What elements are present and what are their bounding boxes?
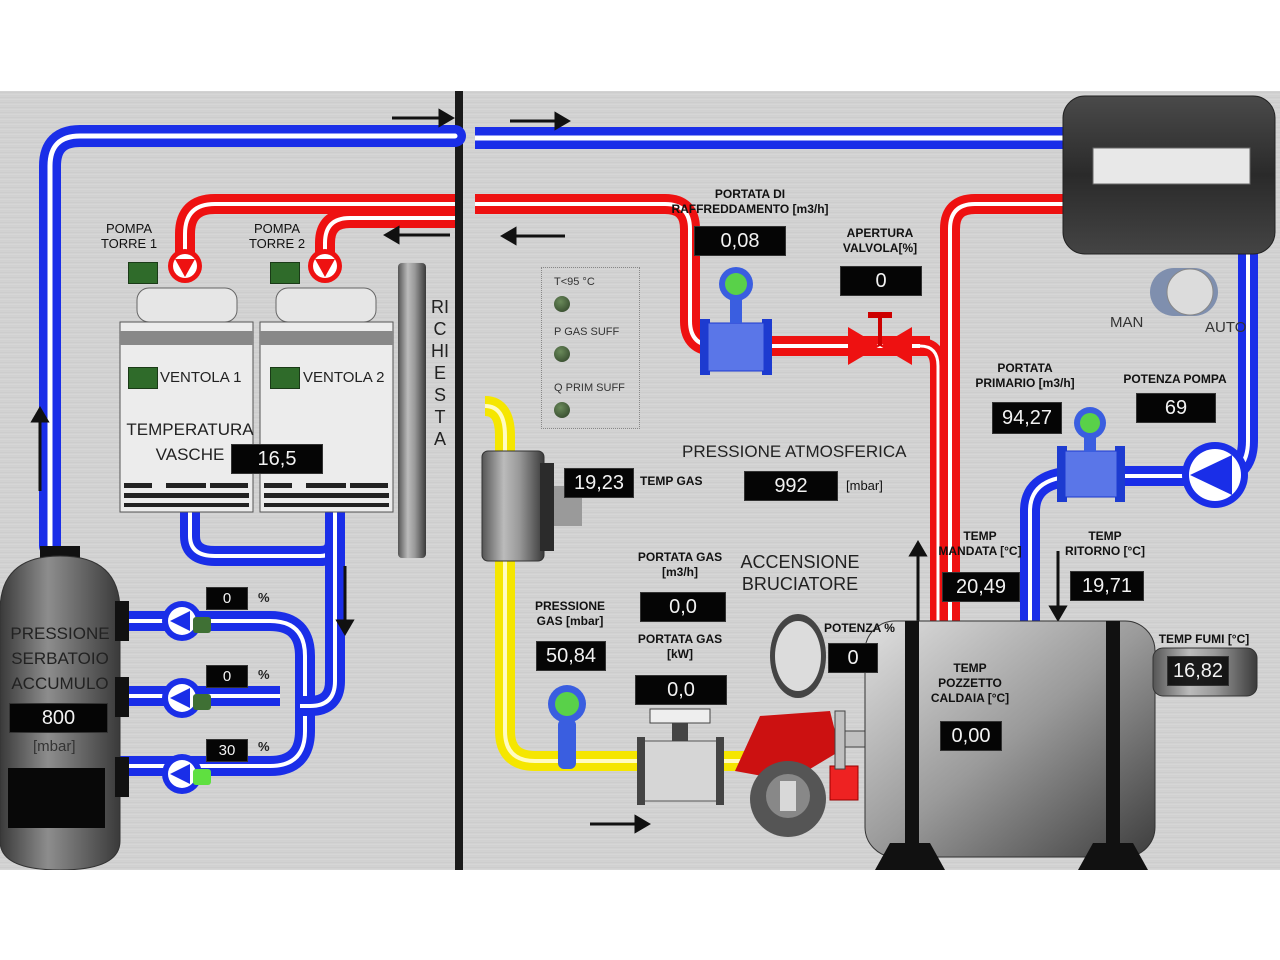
- tower-pump-1: [168, 249, 202, 283]
- portata-raff-label: PORTATA DI RAFFREDDAMENTO [m3/h]: [671, 187, 829, 216]
- pump-a-unit: %: [258, 590, 270, 605]
- temp-vasche-label: TEMPERATURA VASCHE: [126, 420, 254, 464]
- pump-tower-1-led[interactable]: [128, 262, 158, 284]
- accensione-button[interactable]: [775, 611, 821, 681]
- flowmeter-cooling: [700, 267, 772, 375]
- status-led-primario: [554, 402, 570, 418]
- portata-gas-kw-label: PORTATA GAS [kW]: [637, 632, 723, 661]
- cooling-tower-1: [119, 287, 254, 513]
- potenza-display: 0: [828, 643, 878, 673]
- cooling-tower-2: [259, 287, 394, 513]
- temp-gas-label: TEMP GAS: [640, 474, 703, 488]
- potenza-label: POTENZA %: [824, 621, 895, 635]
- temp-pozzetto-label: TEMP POZZETTO CALDAIA [°C]: [930, 661, 1010, 705]
- apertura-valvola-label: APERTURA VALVOLA[%]: [842, 226, 918, 255]
- cooling-valve: [848, 312, 912, 365]
- man-auto-switch: [1150, 268, 1218, 316]
- pressione-atm-unit: [mbar]: [846, 478, 883, 493]
- portata-gas-m3-display: 0,0: [640, 592, 726, 622]
- portata-raff-display: 0,08: [694, 226, 786, 256]
- pressione-gas-display: 50,84: [536, 641, 606, 671]
- temp-pozzetto-display: 0,00: [940, 721, 1002, 751]
- gas-pipe: [484, 396, 745, 771]
- temp-vasche-display: 16,5: [231, 444, 323, 474]
- tower-pump-2: [308, 249, 342, 283]
- status-led-gas: [554, 346, 570, 362]
- pump-b-display: 0: [206, 665, 248, 688]
- flow-arrows-left: [30, 108, 455, 636]
- fan-2-led[interactable]: [270, 367, 300, 389]
- pressione-atm-label: PRESSIONE ATMOSFERICA: [682, 442, 907, 461]
- gas-fitting: [481, 450, 582, 562]
- scada-panel: POMPA TORRE 1 POMPA TORRE 2 VENTOLA 1 VE…: [0, 91, 1280, 870]
- pump-tower-1-label: POMPA TORRE 1: [100, 221, 158, 251]
- pressure-transmitter-gas: [548, 685, 586, 769]
- accensione-label: ACCENSIONE BRUCIATORE: [740, 552, 860, 594]
- burner: [735, 710, 866, 837]
- heat-exchanger: [1062, 95, 1276, 255]
- panel-divider: [455, 91, 463, 870]
- pump-b-unit: %: [258, 667, 270, 682]
- pressione-atm-display: 992: [744, 471, 838, 501]
- portata-primario-display: 94,27: [992, 402, 1062, 434]
- status-led-label-primario: Q PRIM SUFF: [554, 382, 625, 394]
- status-led-temp: [554, 296, 570, 312]
- tank-pressure-display: 800: [9, 703, 108, 733]
- fan-2-label: VENTOLA 2: [303, 369, 385, 386]
- gas-meter: [637, 708, 724, 805]
- temp-fumi-label: TEMP FUMI [°C]: [1158, 632, 1250, 646]
- status-leds-panel: T<95 °C P GAS SUFF Q PRIM SUFF: [541, 267, 640, 429]
- temp-gas-display: 19,23: [564, 468, 634, 498]
- cold-pipe-left: [39, 125, 466, 557]
- tank-pressure-unit: [mbar]: [33, 738, 76, 755]
- pump-c-display: 30: [206, 739, 248, 762]
- temp-mandata-label: TEMP MANDATA [°C]: [938, 529, 1022, 558]
- status-led-label-temp: T<95 °C: [554, 276, 595, 288]
- richiesta-label: RICHIESTA: [431, 297, 449, 449]
- temp-ritorno-display: 19,71: [1070, 571, 1144, 601]
- pump-c-unit: %: [258, 739, 270, 754]
- potenza-pompa-label: POTENZA POMPA: [1123, 372, 1227, 386]
- fan-1-label: VENTOLA 1: [160, 369, 242, 386]
- pump-a-display: 0: [206, 587, 248, 610]
- primary-pump: [1182, 442, 1248, 508]
- status-led-label-gas: P GAS SUFF: [554, 326, 620, 338]
- plant-diagram: [0, 91, 1276, 870]
- switch-auto-label: AUTO: [1205, 319, 1247, 336]
- portata-gas-kw-display: 0,0: [635, 675, 727, 705]
- temp-mandata-display: 20,49: [942, 572, 1020, 602]
- flow-arrows-right: [500, 111, 1068, 834]
- richiesta-bar: [398, 263, 426, 558]
- cold-pipe-tower-return: [120, 511, 345, 776]
- fan-1-led[interactable]: [128, 367, 158, 389]
- burner-knob: [775, 621, 821, 691]
- potenza-pompa-display: 69: [1136, 393, 1216, 423]
- pump-tower-2-label: POMPA TORRE 2: [248, 221, 306, 251]
- boiler: [864, 620, 1258, 870]
- temp-fumi-display: 16,82: [1167, 656, 1229, 686]
- switch-man-label: MAN: [1110, 314, 1144, 331]
- apertura-valvola-display: 0: [840, 266, 922, 296]
- tank-pressure-label: PRESSIONE SERBATOIO ACCUMULO: [10, 624, 110, 693]
- small-pumps: [115, 601, 211, 797]
- man-auto-toggle[interactable]: [1150, 268, 1218, 316]
- flowmeter-primary: [1057, 407, 1125, 502]
- pressione-gas-label: PRESSIONE GAS [mbar]: [534, 599, 606, 628]
- portata-primario-label: PORTATA PRIMARIO [m3/h]: [975, 361, 1075, 390]
- hot-pipe-left: [175, 194, 455, 266]
- portata-gas-m3-label: PORTATA GAS [m3/h]: [637, 550, 723, 579]
- temp-ritorno-label: TEMP RITORNO [°C]: [1065, 529, 1145, 558]
- pump-tower-2-led[interactable]: [270, 262, 300, 284]
